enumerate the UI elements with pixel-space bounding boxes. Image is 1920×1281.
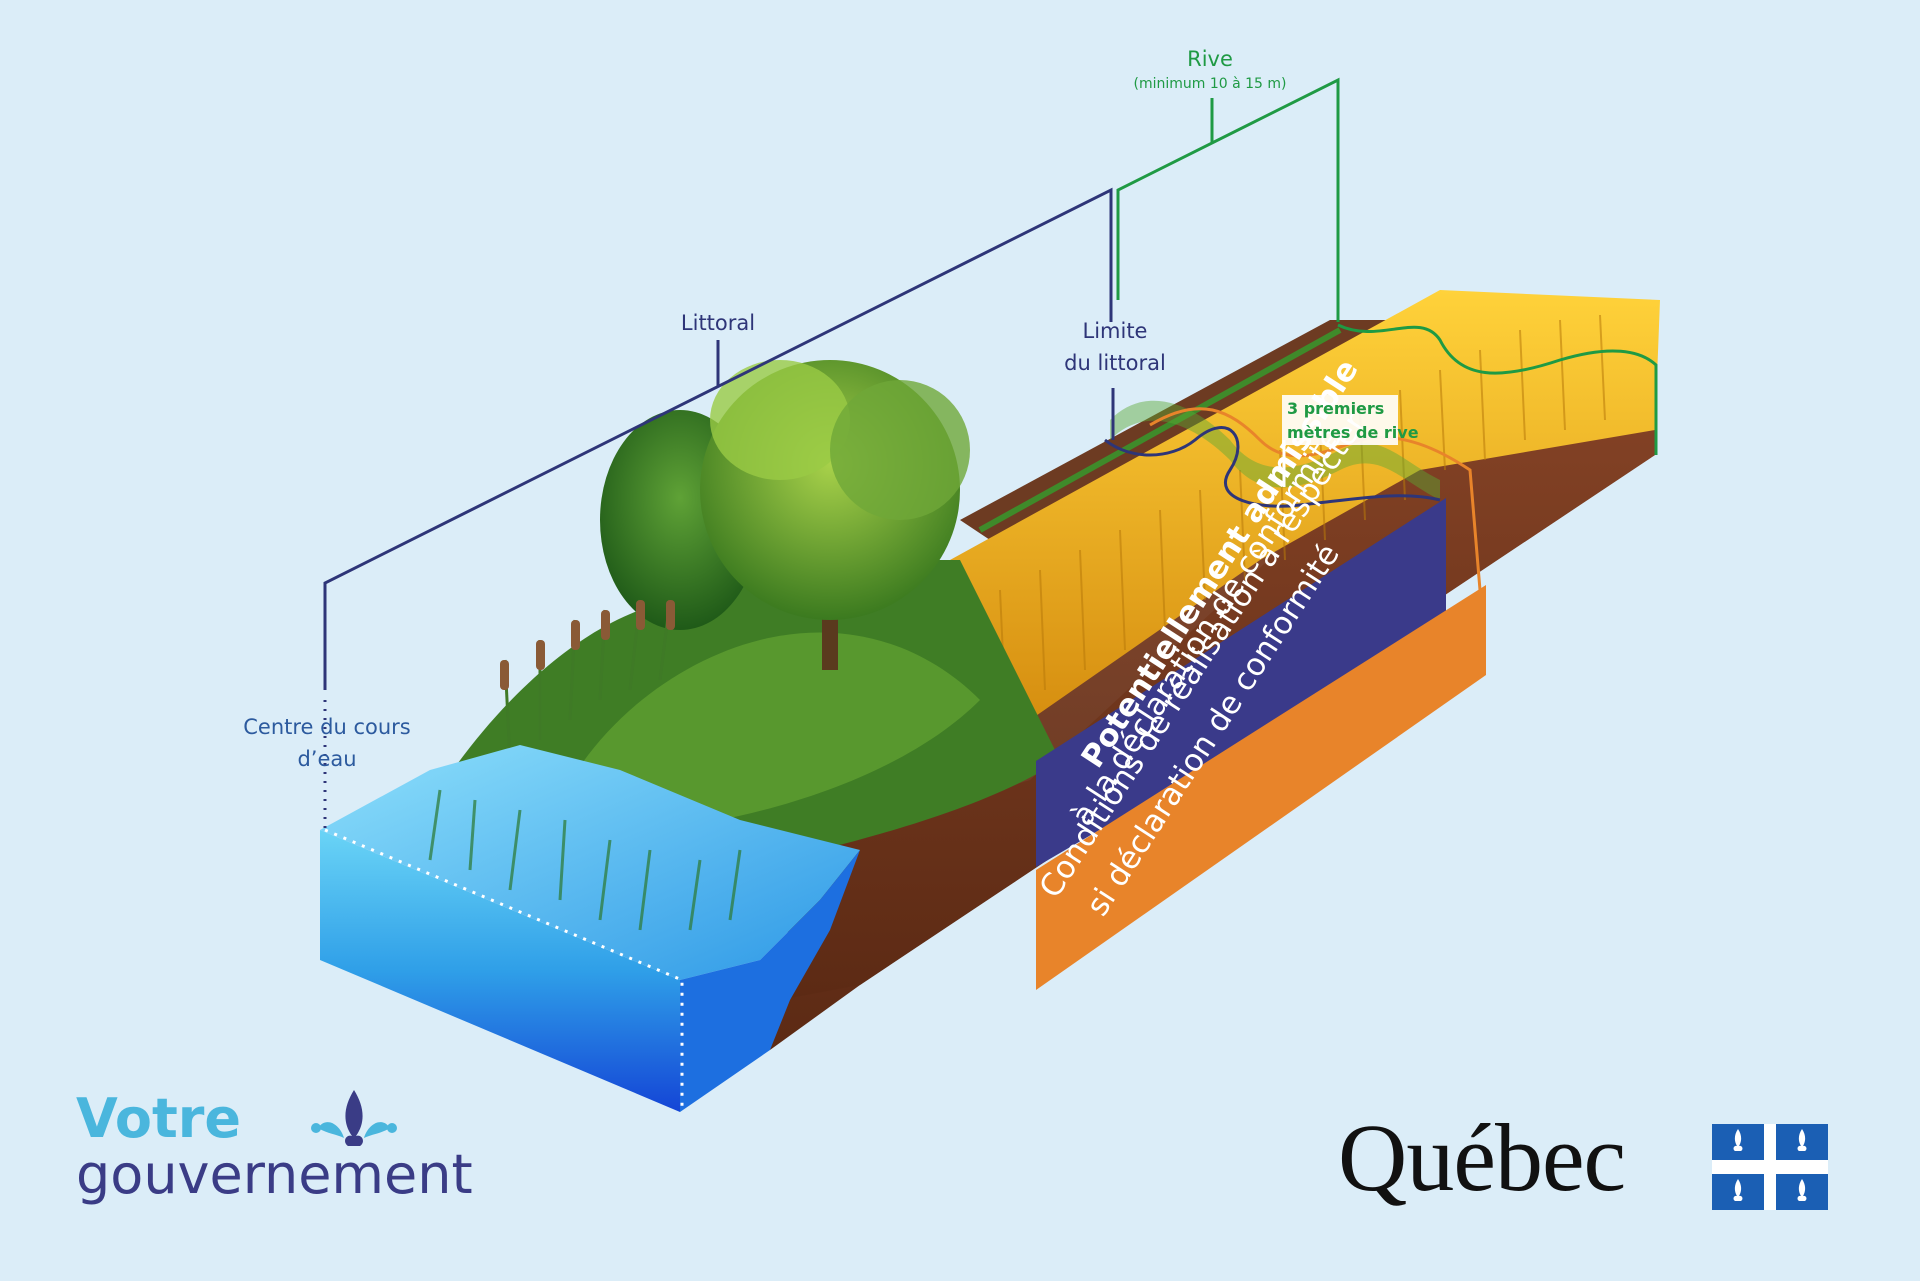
label-limite-line2: du littoral [1064, 351, 1166, 375]
label-littoral: Littoral [681, 311, 755, 335]
rive-bracket [1116, 77, 1340, 322]
purple-banner [1036, 498, 1446, 867]
water-front-face [320, 830, 680, 1112]
brand-left-line1: Votre [76, 1087, 242, 1150]
label-centre-line1: Centre du cours [243, 715, 411, 739]
water-side [680, 850, 860, 1112]
brand-left-line2: gouvernement [76, 1143, 473, 1206]
label-premiers-line1: 3 premiers [1287, 399, 1384, 418]
premiers-label-box [1282, 395, 1398, 445]
label-centre-line2: d’eau [297, 747, 356, 771]
row-stripe [978, 327, 1342, 533]
label-rive-sub: (minimum 10 à 15 m) [1133, 76, 1286, 92]
fleur-de-lis-icon [311, 1090, 397, 1146]
water-surface [320, 745, 860, 980]
votre-gouvernement-logo: Votre gouvernement [76, 1087, 516, 1222]
quebec-wordmark: Québec [1338, 1104, 1626, 1211]
label-limite-line1: Limite [1083, 319, 1148, 343]
orange-banner [1036, 585, 1486, 990]
littoral-bracket [323, 187, 1113, 690]
wheat-texture [959, 314, 1606, 701]
rive-contour [1337, 323, 1658, 455]
vegetation-highlight [560, 632, 980, 826]
littoral-limit-contour [1104, 426, 1441, 508]
label-rive: Rive [1187, 47, 1233, 71]
tree-bright-lobe [830, 380, 970, 520]
first-three-metres-zone [1110, 400, 1440, 500]
label-premiers-line2: mètres de rive [1287, 423, 1419, 442]
quebec-flag-icon [1712, 1124, 1828, 1210]
cattail-heads [500, 600, 675, 690]
three-metres-contour [1149, 407, 1482, 591]
tree-bright-lobe [710, 360, 850, 480]
underwater-plants [428, 789, 742, 931]
quebec-logo: Québec [1338, 1110, 1838, 1230]
